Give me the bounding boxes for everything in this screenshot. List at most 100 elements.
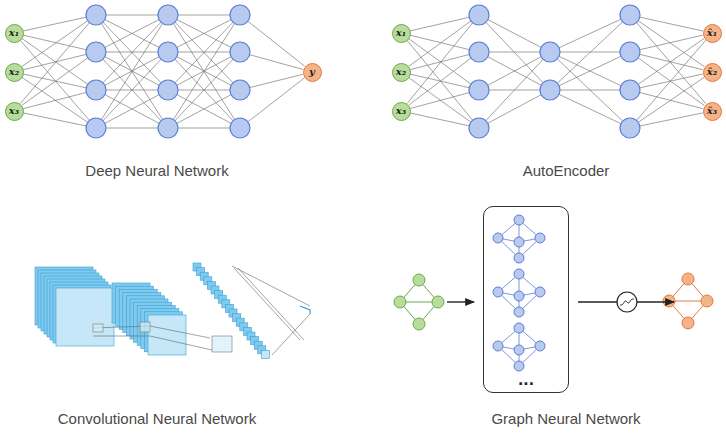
- wire: [177, 20, 231, 48]
- graph-vertex: [493, 287, 503, 297]
- hidden-neuron: [230, 5, 250, 25]
- hidden-neuron: [620, 5, 640, 25]
- output-graph: [663, 273, 713, 329]
- graph-vertex: [535, 341, 545, 351]
- io-neuron: x₂: [5, 63, 24, 82]
- wire: [248, 21, 305, 66]
- hidden-neuron: [540, 42, 560, 62]
- graph-vertex: [535, 287, 545, 297]
- io-neuron: y: [303, 63, 322, 82]
- wire: [103, 59, 161, 120]
- wire: [178, 15, 230, 16]
- io-neuron: x̂₂: [703, 63, 722, 82]
- graph-vertex: [432, 296, 444, 308]
- hidden-neuron: [158, 42, 178, 62]
- wire: [105, 20, 159, 48]
- projection-line: [238, 268, 304, 340]
- node-text: x̂₁: [707, 28, 717, 38]
- wire: [20, 40, 89, 120]
- activation-symbol: [617, 292, 637, 312]
- gnn-illustration: [394, 215, 713, 371]
- wire: [488, 57, 541, 86]
- hidden-neuron: [469, 80, 489, 100]
- graph-vertex: [514, 253, 524, 263]
- hidden-neuron: [469, 118, 489, 138]
- wire: [101, 23, 162, 119]
- wire: [175, 22, 233, 83]
- hidden-neuron: [86, 42, 106, 62]
- node-text: x̂₃: [707, 106, 717, 116]
- wire: [409, 78, 471, 123]
- wire: [410, 93, 469, 109]
- wire: [173, 23, 234, 119]
- caption: AutoEncoder: [523, 162, 610, 179]
- hidden-neuron: [86, 5, 106, 25]
- hidden-neuron: [230, 42, 250, 62]
- io-neuron: x̂₃: [703, 102, 722, 121]
- wire: [103, 22, 161, 83]
- wire: [106, 128, 158, 129]
- wire: [103, 22, 161, 83]
- wire: [409, 39, 471, 84]
- hidden-neuron: [620, 42, 640, 62]
- feature-map: [56, 288, 114, 346]
- wire: [23, 17, 86, 31]
- dense-wires: [20, 15, 706, 128]
- node-text: x₂: [9, 67, 19, 77]
- node-text: x̂₂: [707, 67, 717, 77]
- node-text: ...: [484, 372, 568, 388]
- input-graph: [394, 274, 444, 330]
- receptive-field: [212, 336, 232, 352]
- wire: [559, 94, 621, 123]
- wire: [636, 23, 705, 104]
- caption: Graph Neural Network: [491, 410, 640, 427]
- wire: [23, 92, 86, 108]
- graph-vertex: [413, 318, 425, 330]
- graph-vertex: [514, 269, 524, 279]
- wire: [488, 20, 541, 48]
- hidden-neuron: [620, 80, 640, 100]
- wire: [22, 21, 88, 67]
- io-neuron: x₂: [392, 63, 411, 82]
- node-text: x₃: [9, 106, 19, 116]
- wire: [177, 20, 231, 48]
- hidden-neuron: [469, 5, 489, 25]
- projection-line: [234, 268, 300, 340]
- cnn-illustration: [35, 263, 310, 358]
- node-text: y: [309, 67, 315, 77]
- wire: [23, 54, 86, 69]
- graph-vertex: [394, 296, 406, 308]
- hidden-neurons: [86, 5, 640, 138]
- hidden-neuron: [158, 118, 178, 138]
- node-text: x₁: [9, 28, 19, 38]
- wire: [22, 58, 88, 106]
- graph-vertex: [535, 233, 545, 243]
- wire: [638, 38, 704, 84]
- feature-map: [261, 350, 269, 358]
- hidden-graph: [493, 269, 545, 317]
- io-neuron: x₁: [5, 24, 24, 43]
- hidden-neuron: [540, 80, 560, 100]
- wire: [560, 90, 620, 91]
- hidden-neuron: [230, 118, 250, 138]
- wire: [106, 15, 158, 16]
- wire: [407, 40, 473, 120]
- hidden-neuron: [86, 80, 106, 100]
- wire: [640, 113, 703, 126]
- wire: [489, 52, 540, 53]
- graph-vertex: [514, 215, 524, 225]
- wire: [101, 23, 162, 119]
- wire: [23, 113, 86, 126]
- wire: [22, 38, 88, 84]
- graph-vertex: [514, 291, 524, 301]
- wire: [640, 54, 703, 69]
- wire: [557, 22, 622, 83]
- wire: [409, 21, 471, 66]
- wire: [177, 95, 231, 124]
- hidden-neuron: [86, 118, 106, 138]
- graph-vertex: [493, 233, 503, 243]
- graph-vertex: [493, 341, 503, 351]
- flow-arrow: [637, 301, 674, 302]
